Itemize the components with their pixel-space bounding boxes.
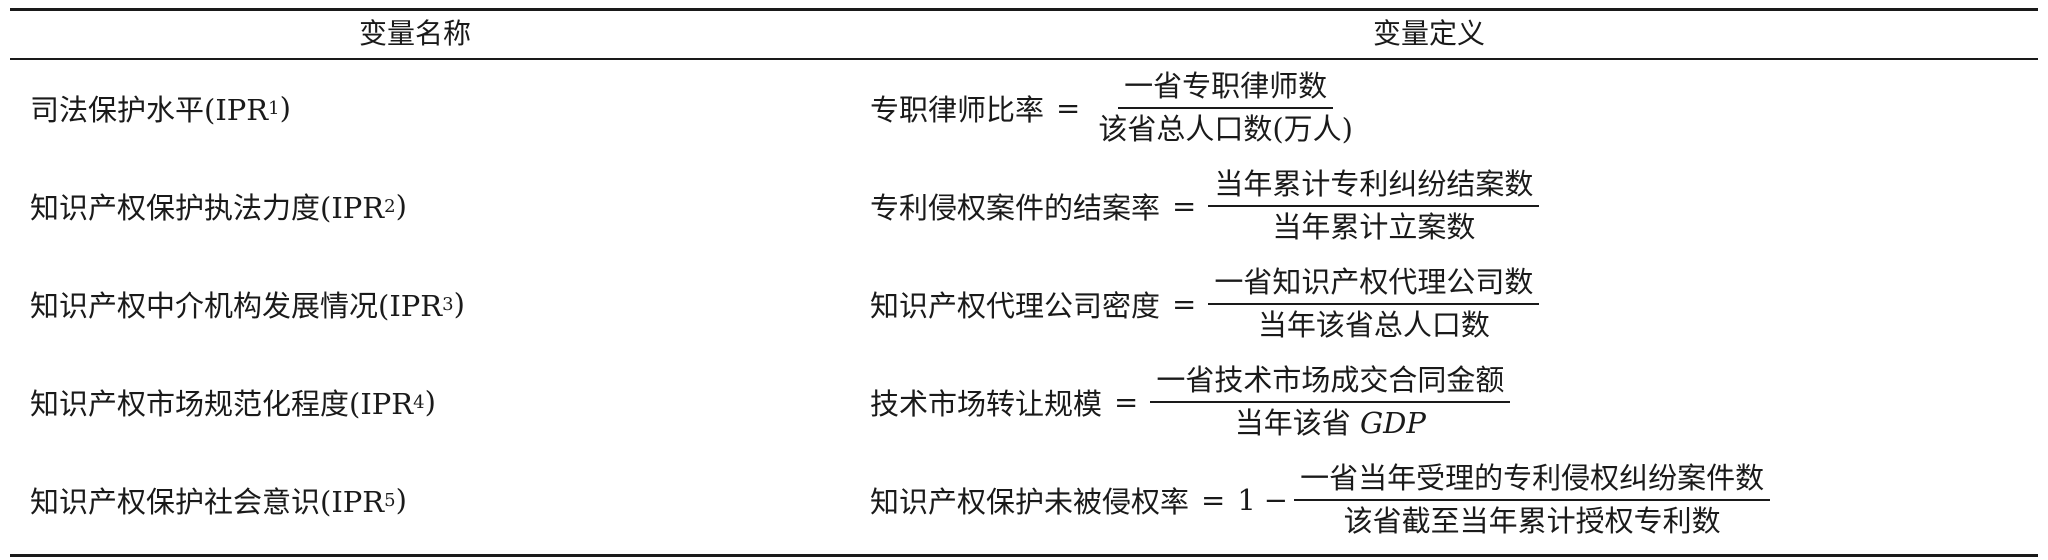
- variable-name-text: 司法保护水平(IPR: [30, 93, 269, 127]
- variable-name-close: ): [453, 287, 465, 321]
- equals-sign: =: [1056, 91, 1081, 125]
- fraction: 一省技术市场成交合同金额 当年该省 GDP: [1150, 366, 1511, 438]
- constant-one: 1: [1237, 483, 1256, 517]
- denominator-text: 该省总人口数(万人): [1098, 112, 1353, 146]
- header-variable-name: 变量名称: [358, 17, 471, 50]
- equals-sign: =: [1201, 483, 1226, 517]
- denominator-text: 当年累计立案数: [1272, 210, 1476, 244]
- variable-name-close: ): [395, 483, 407, 517]
- header-variable-definition: 变量定义: [1372, 17, 1485, 50]
- definition-label: 专职律师比率: [870, 93, 1045, 127]
- denominator-text: 当年该省: [1234, 406, 1360, 440]
- fraction-denominator: 当年该省 GDP: [1229, 403, 1432, 438]
- variable-subscript: 2: [384, 195, 396, 217]
- fraction-denominator: 该省截至当年累计授权专利数: [1338, 501, 1727, 536]
- equals-sign: =: [1172, 189, 1197, 223]
- variable-name-close: ): [279, 91, 291, 125]
- variable-name-text: 知识产权保护执法力度(IPR: [30, 191, 385, 225]
- fraction: 当年累计专利纠纷结案数 当年累计立案数: [1208, 170, 1540, 242]
- fraction-numerator: 一省专职律师数: [1118, 72, 1334, 109]
- variable-name-close: ): [424, 385, 436, 419]
- variable-name-text: 知识产权保护社会意识(IPR: [30, 485, 385, 519]
- fraction-numerator: 一省知识产权代理公司数: [1208, 268, 1540, 305]
- table-header-rule: [10, 58, 2038, 60]
- fraction-numerator: 一省技术市场成交合同金额: [1150, 366, 1511, 403]
- denominator-text: 该省截至当年累计授权专利数: [1343, 504, 1721, 538]
- table-top-rule: [10, 8, 2038, 11]
- variable-subscript: 3: [442, 293, 454, 315]
- fraction: 一省专职律师数 该省总人口数(万人): [1092, 72, 1359, 144]
- equals-sign: =: [1172, 287, 1197, 321]
- fraction: 一省知识产权代理公司数 当年该省总人口数: [1208, 268, 1540, 340]
- denominator-text: 当年该省总人口数: [1257, 308, 1490, 342]
- fraction-denominator: 当年累计立案数: [1266, 207, 1481, 242]
- variable-definition-cell: 专利侵权案件的结案率 = 当年累计专利纠纷结案数 当年累计立案数: [870, 158, 1540, 254]
- fraction-denominator: 当年该省总人口数: [1252, 305, 1496, 340]
- minus-sign: −: [1263, 483, 1289, 517]
- variable-name-text: 知识产权中介机构发展情况(IPR: [30, 289, 443, 323]
- equals-sign: =: [1114, 385, 1139, 419]
- fraction-denominator: 该省总人口数(万人): [1092, 109, 1359, 144]
- definition-label: 知识产权代理公司密度: [870, 289, 1161, 323]
- variable-definition-cell: 知识产权代理公司密度 = 一省知识产权代理公司数 当年该省总人口数: [870, 256, 1540, 352]
- variable-definition-cell: 专职律师比率 = 一省专职律师数 该省总人口数(万人): [870, 60, 1359, 156]
- variable-subscript: 4: [413, 391, 425, 413]
- variable-subscript: 5: [384, 489, 396, 511]
- fraction-numerator: 一省当年受理的专利侵权纠纷案件数: [1294, 464, 1771, 501]
- definition-label: 专利侵权案件的结案率: [870, 191, 1161, 225]
- definition-label: 技术市场转让规模: [870, 387, 1103, 421]
- fraction-numerator: 当年累计专利纠纷结案数: [1208, 170, 1540, 207]
- variable-definition-cell: 知识产权保护未被侵权率 = 1 − 一省当年受理的专利侵权纠纷案件数 该省截至当…: [870, 452, 1771, 548]
- variable-name-text: 知识产权市场规范化程度(IPR: [30, 387, 414, 421]
- table-bottom-rule: [10, 554, 2038, 557]
- definition-label: 知识产权保护未被侵权率: [870, 485, 1190, 519]
- fraction: 一省当年受理的专利侵权纠纷案件数 该省截至当年累计授权专利数: [1294, 464, 1771, 536]
- variable-name-close: ): [395, 189, 407, 223]
- variable-subscript: 1: [268, 97, 280, 119]
- variable-definition-cell: 技术市场转让规模 = 一省技术市场成交合同金额 当年该省 GDP: [870, 354, 1511, 450]
- denominator-gdp: GDP: [1359, 406, 1426, 440]
